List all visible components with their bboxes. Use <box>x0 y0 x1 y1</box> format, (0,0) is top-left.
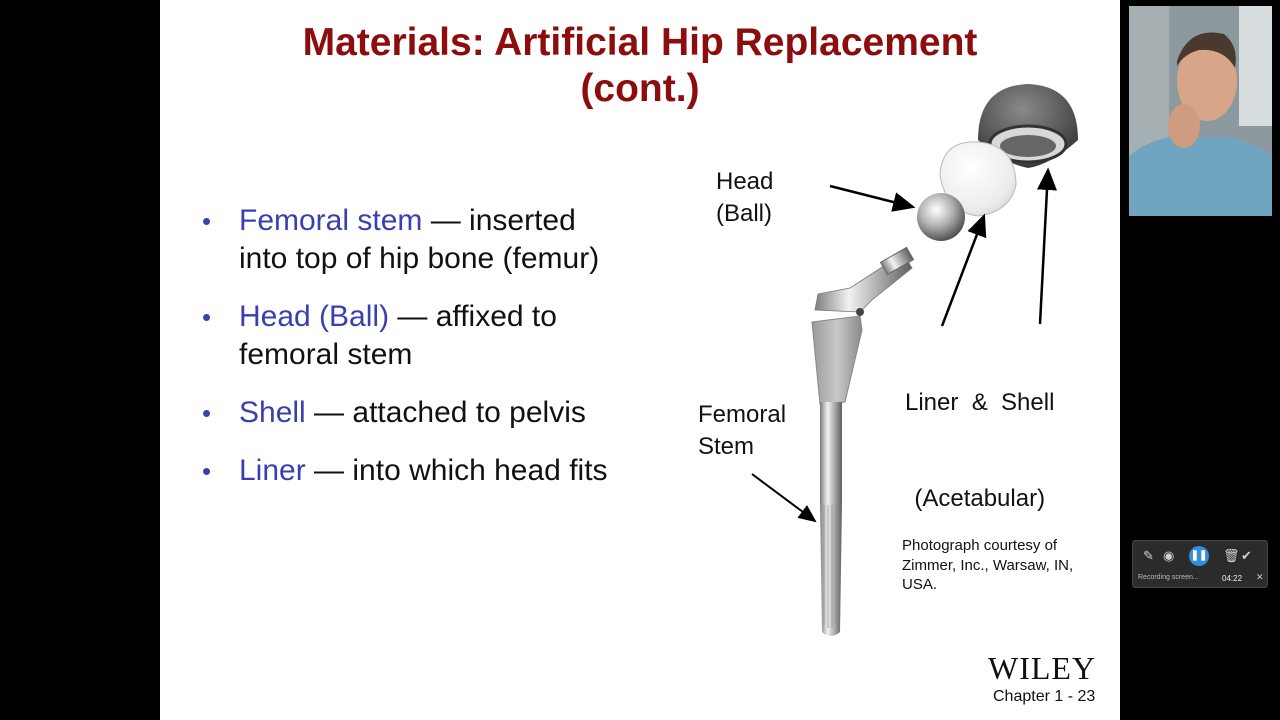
bullet-shell: • Shell — attached to pelvis <box>202 394 662 432</box>
photo-credit: Photograph courtesy of Zimmer, Inc., War… <box>902 536 1102 595</box>
bullet-liner: • Liner — into which head fits <box>202 452 662 490</box>
bullet-dot-icon: • <box>202 206 212 236</box>
label-liner-shell-line2: (Acetabular) <box>914 485 1046 512</box>
trash-icon[interactable]: 🗑 <box>1223 548 1240 563</box>
pause-button[interactable]: ❚❚ <box>1189 546 1209 566</box>
bullet-head: • Head (Ball) — affixed to femoral stem <box>202 298 662 374</box>
presenter-video <box>1129 6 1272 216</box>
label-head: Head (Ball) <box>716 166 773 230</box>
credit-line1: Photograph courtesy of <box>902 537 1058 554</box>
webcam-icon[interactable]: ◉ <box>1163 548 1175 563</box>
pen-icon[interactable]: ✎ <box>1143 548 1154 563</box>
credit-line3: USA. <box>902 576 938 593</box>
check-icon[interactable]: ✔ <box>1241 548 1252 563</box>
bullet-text-cont: femoral stem <box>239 338 413 371</box>
label-head-line1: Head <box>716 168 774 195</box>
bullet-dot-icon: • <box>202 456 212 486</box>
label-stem-line2: Stem <box>698 433 755 460</box>
recording-status: Recording screen... <box>1138 574 1199 581</box>
bullet-text: — inserted <box>422 204 576 237</box>
bullet-list: • Femoral stem — inserted into top of hi… <box>202 202 662 510</box>
bullet-dot-icon: • <box>202 398 212 428</box>
slide: Materials: Artificial Hip Replacement (c… <box>160 0 1120 720</box>
label-head-line2: (Ball) <box>716 200 773 227</box>
liner-arrow <box>940 213 987 327</box>
bullet-term: Shell <box>239 396 306 429</box>
label-liner-shell: Liner & Shell (Acetabular) <box>905 323 1054 579</box>
bullet-term: Liner <box>239 454 306 487</box>
hip-implant-photo <box>751 84 1078 636</box>
chapter-page-number: Chapter 1 - 23 <box>993 688 1096 705</box>
screen-recorder-toolbar: ✎ ◉ ❚❚ 🗑 ✔ Recording screen... 04:22 ✕ <box>1132 540 1268 588</box>
bullet-text: — attached to pelvis <box>305 396 586 429</box>
shell-arrow <box>1036 167 1057 325</box>
label-liner-shell-line1: Liner & Shell <box>905 389 1055 416</box>
title-line-2: (cont.) <box>580 67 700 110</box>
title-line-1: Materials: Artificial Hip Replacement <box>302 21 978 64</box>
bullet-text: — affixed to <box>389 300 557 333</box>
head-arrow <box>829 184 916 212</box>
label-femoral-stem: Femoral Stem <box>698 399 786 463</box>
femoral-head-ball <box>917 193 965 241</box>
bullet-dot-icon: • <box>202 302 212 332</box>
credit-line2: Zimmer, Inc., Warsaw, IN, <box>902 556 1074 574</box>
webcam-preview <box>1129 6 1272 216</box>
label-stem-line1: Femoral <box>698 401 787 428</box>
stem-arrow <box>751 473 817 523</box>
recording-time: 04:22 <box>1222 574 1243 583</box>
bullet-term: Femoral stem <box>239 204 423 237</box>
bullet-term: Head (Ball) <box>239 300 390 333</box>
bullet-text: — into which head fits <box>305 454 608 487</box>
bullet-text-cont: into top of hip bone (femur) <box>239 242 600 275</box>
bullet-femoral-stem: • Femoral stem — inserted into top of hi… <box>202 202 662 278</box>
close-icon[interactable]: ✕ <box>1256 572 1264 582</box>
wiley-logo: WILEY <box>988 650 1097 686</box>
slide-title: Materials: Artificial Hip Replacement (c… <box>160 20 1120 112</box>
femoral-stem <box>811 246 915 636</box>
